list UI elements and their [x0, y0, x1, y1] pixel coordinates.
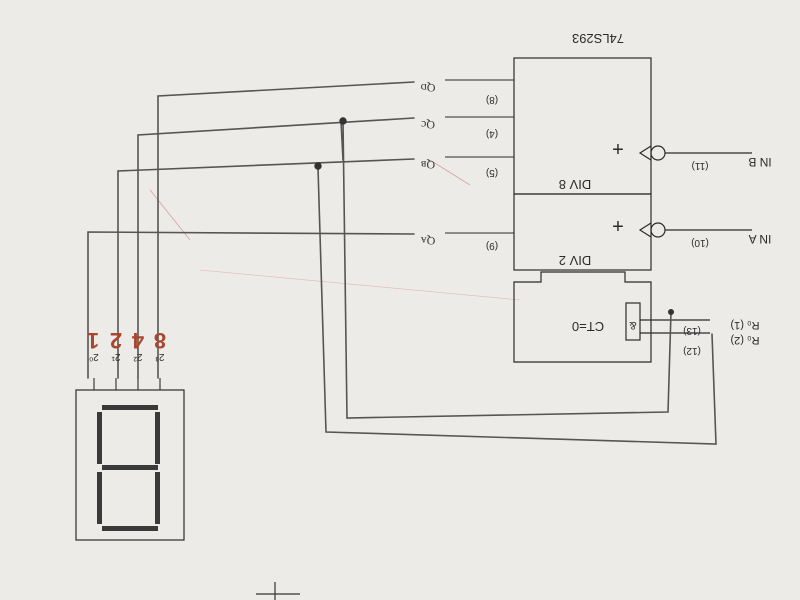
wire-reset-2: [317, 167, 717, 445]
power-2-2: 2²: [133, 351, 143, 362]
chip-part-number: 74LS293: [572, 31, 624, 46]
paper-mark: [149, 189, 191, 241]
pin-5-label: (5): [486, 167, 498, 178]
wire-junction-stub: [340, 120, 344, 161]
segment-top: [102, 405, 158, 410]
div2-label: DIV 2: [559, 253, 592, 268]
paper-mark: [429, 159, 471, 186]
power-2-0: 2⁰: [89, 351, 99, 362]
ct-label: CT=0: [572, 319, 604, 334]
in-a-clock-triangle: [638, 222, 652, 238]
ct-reset-block: [513, 271, 652, 363]
in-b-inverter-bubble: [650, 145, 666, 161]
wire-qc: [137, 117, 415, 379]
pin-11-label: (11): [691, 160, 708, 171]
r0-1-label: R₀ (1): [730, 319, 759, 331]
segment-upper-left: [97, 412, 102, 464]
in-a-inverter-bubble: [650, 222, 666, 238]
div8-label: DIV 8: [559, 177, 592, 192]
pin-10-label: (10): [691, 237, 709, 248]
pin-8-label: (8): [486, 94, 498, 105]
qd-label: Qᴅ: [421, 81, 436, 95]
in-a-label: IN A: [749, 232, 772, 246]
r0-2-label: R₀ (2): [730, 334, 759, 346]
segment-middle: [102, 465, 158, 470]
seven-segment-display: [75, 378, 185, 541]
pin-4-label: (4): [486, 128, 498, 139]
power-2-1: 2¹: [111, 351, 121, 362]
qc-label: Qc: [421, 118, 435, 132]
junction-dot-reset: [668, 309, 674, 315]
pin-12-label: (12): [683, 345, 701, 356]
segment-lower-left: [97, 472, 102, 524]
paper-mark: [199, 269, 521, 301]
in-b-label: IN B: [748, 155, 771, 169]
stray-mark: [256, 582, 300, 600]
div8-block: [513, 57, 652, 195]
in-b-clock-triangle: [638, 145, 652, 161]
pin-13-label: (13): [683, 325, 701, 336]
wire-qd: [157, 81, 415, 379]
segment-bottom: [102, 526, 158, 531]
weight-8: 8: [154, 328, 166, 353]
div2-plus: +: [612, 216, 624, 238]
weight-2: 2: [110, 328, 122, 353]
segment-upper-right: [155, 412, 160, 464]
wire-reset-1: [342, 120, 672, 419]
and-symbol: &: [629, 319, 637, 331]
display-frame: [75, 389, 185, 541]
weight-4: 4: [131, 328, 144, 353]
junction-dot-qb: [314, 162, 322, 170]
power-2-3: 2³: [155, 351, 165, 362]
wire-qa: [87, 231, 415, 379]
and-gate-box: [625, 302, 641, 341]
div8-plus: +: [612, 139, 624, 161]
chip-74ls293: [513, 57, 652, 363]
pin-9-label: (9): [486, 240, 498, 251]
wire-qb: [117, 158, 415, 379]
segment-lower-right: [155, 472, 160, 524]
junction-dot-qc: [339, 117, 347, 125]
weight-1: 1: [87, 328, 99, 353]
qa-label: Qᴀ: [420, 234, 436, 248]
qb-label: Qʙ: [421, 158, 436, 172]
